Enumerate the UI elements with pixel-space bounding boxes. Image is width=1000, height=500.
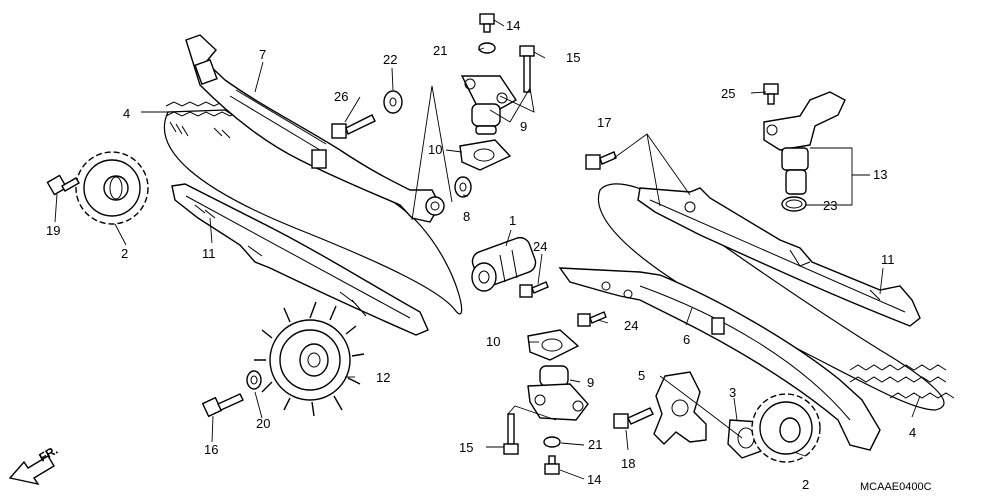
- callout-15-bottom: 15: [459, 440, 473, 455]
- coupling-1: [471, 236, 537, 292]
- bolt-24-bottom: [577, 311, 607, 327]
- bolt-15-bottom: [503, 413, 519, 455]
- callout-12: 12: [376, 370, 390, 385]
- callout-3: 3: [729, 385, 736, 400]
- callout-11-right: 11: [881, 252, 895, 267]
- gasket-10-bottom: [527, 329, 580, 361]
- bolt-14-top: [479, 13, 495, 33]
- callout-26: 26: [334, 89, 348, 104]
- callout-2-left: 2: [121, 246, 128, 261]
- callout-4-right: 4: [909, 425, 916, 440]
- bolt-19: [46, 174, 80, 196]
- guide-7-pivot: [425, 196, 445, 216]
- bolt-24-center: [519, 281, 549, 298]
- callout-8: 8: [463, 209, 470, 224]
- plate-5: [653, 371, 707, 445]
- guide-7-clip: [311, 149, 327, 169]
- callout-11-left: 11: [202, 246, 216, 261]
- callout-24-center: 24: [533, 239, 547, 254]
- bolt-25: [763, 83, 779, 105]
- cam-sprocket-left: [75, 151, 149, 225]
- diagram-code: MCAAE0400C: [860, 481, 932, 493]
- cam-sensor-13: [763, 91, 846, 195]
- washer-21-bottom: [543, 436, 561, 448]
- fr-direction-arrow: FR.: [8, 443, 60, 486]
- callout-1: 1: [509, 213, 516, 228]
- o-ring-23: [781, 196, 807, 212]
- callout-23: 23: [823, 198, 837, 213]
- callout-20: 20: [256, 416, 270, 431]
- seal-8: [454, 176, 472, 198]
- cam-chain-guide-11-left: [171, 183, 429, 336]
- callout-17: 17: [597, 115, 611, 130]
- bolt-16: [201, 393, 244, 418]
- callout-4-left: 4: [123, 106, 130, 121]
- gasket-10-top: [459, 139, 512, 171]
- bolt-15-top: [519, 45, 535, 93]
- callout-9-top: 9: [520, 119, 527, 134]
- cam-chain-guide-6: [558, 267, 881, 451]
- callout-10-bottom: 10: [486, 334, 500, 349]
- bolt-14-bottom: [544, 455, 560, 475]
- callout-labels: 1 2 2 3 4 4 5 6 7 8 9 9 10 10 11 11 12 1…: [46, 18, 916, 492]
- pulley-12: [254, 301, 365, 417]
- callout-19: 19: [46, 223, 60, 238]
- bolt-17: [585, 151, 617, 170]
- callout-22: 22: [383, 52, 397, 67]
- callout-21-top: 21: [433, 43, 447, 58]
- callout-6: 6: [683, 332, 690, 347]
- callout-7: 7: [259, 47, 266, 62]
- callout-9-bottom: 9: [587, 375, 594, 390]
- washer-20: [246, 370, 262, 390]
- callout-13: 13: [873, 167, 887, 182]
- leader-lines: [54, 19, 921, 480]
- callout-16: 16: [204, 442, 218, 457]
- chain-links-right: [849, 364, 955, 399]
- bolt-26: [331, 114, 376, 139]
- cam-chain-tensioner-9-bottom: [527, 365, 589, 421]
- cam-chain-tensioner-9-top: [460, 75, 518, 135]
- callout-14-bottom: 14: [587, 472, 601, 487]
- callout-25: 25: [721, 86, 735, 101]
- callout-14-top: 14: [506, 18, 520, 33]
- guide-7-pad: [194, 58, 218, 86]
- callout-24-right: 24: [624, 318, 638, 333]
- callout-5: 5: [638, 368, 645, 383]
- callout-21-bottom: 21: [588, 437, 602, 452]
- callout-18: 18: [621, 456, 635, 471]
- callout-2-right: 2: [802, 477, 809, 492]
- washer-21-top: [478, 42, 496, 54]
- bolt-18: [613, 407, 654, 429]
- cam-sprocket-right: [751, 393, 821, 463]
- callout-15-top: 15: [566, 50, 580, 65]
- callout-10-top: 10: [428, 142, 442, 157]
- washer-22: [383, 90, 403, 114]
